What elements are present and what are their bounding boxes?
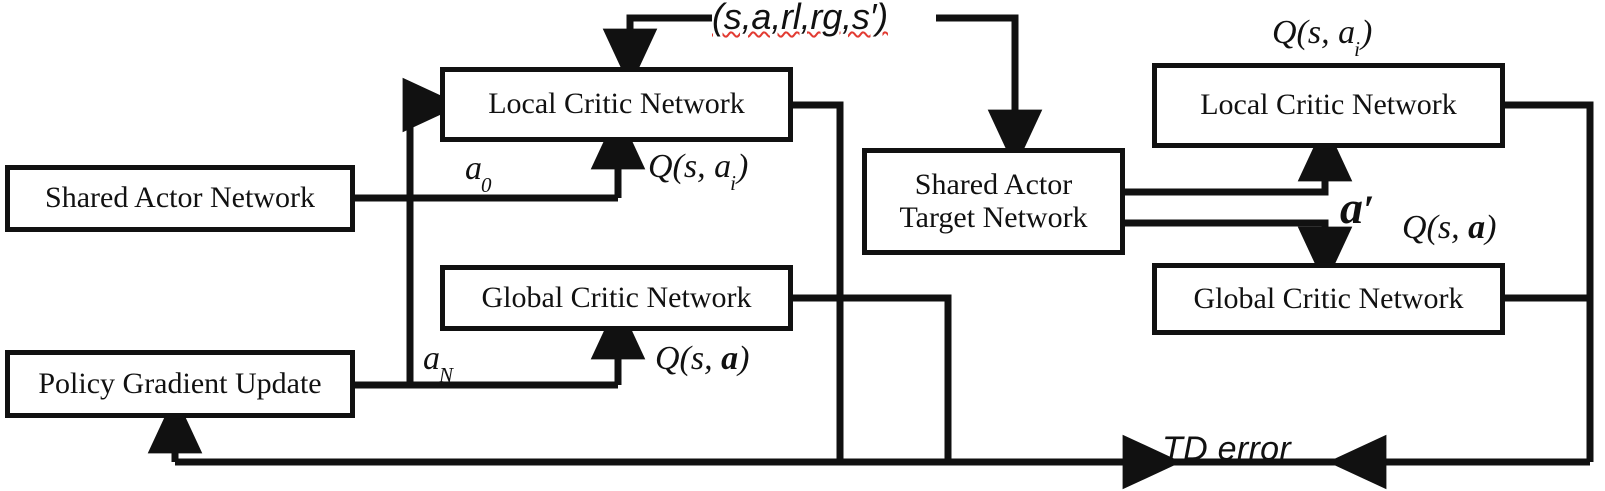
label-action-aN-base: a (423, 340, 440, 377)
label-q-local-right-subscript: i (1354, 36, 1360, 61)
wire-local-critic-left-out (793, 101, 844, 462)
node-global-critic-network-right[interactable]: Global Critic Network (1152, 263, 1505, 335)
label-q-global-left-value: Q(s, a) (655, 340, 750, 377)
label-q-local-right-prefix: Q(s, a (1272, 14, 1356, 51)
node-policy-gradient-update-label: Policy Gradient Update (38, 366, 322, 400)
node-shared-actor-target-network-label-line1: Shared Actor (914, 168, 1073, 202)
node-shared-actor-target-network[interactable]: Shared Actor Target Network (862, 148, 1125, 255)
node-global-critic-network-right-label: Global Critic Network (1193, 281, 1464, 315)
label-q-global-left-text: Q(s, a) (655, 340, 749, 377)
label-a-prime-mark: ′ (1363, 187, 1375, 232)
label-experience-tuple: (s,a,rl,rg,s′) (712, 0, 888, 38)
label-action-aN: aN (423, 340, 454, 387)
label-q-local-left-suffix: ) (736, 148, 749, 185)
node-local-critic-network-left-label: Local Critic Network (488, 87, 745, 121)
wire-actor-bus-up (402, 77, 462, 198)
node-shared-actor-network-label: Shared Actor Network (45, 181, 315, 215)
node-global-critic-network-left[interactable]: Global Critic Network (440, 265, 793, 331)
label-action-a0-base: a (465, 150, 482, 187)
label-q-local-right-suffix: ) (1360, 14, 1373, 51)
label-q-local-right: Q(s, ai) (1272, 14, 1373, 61)
label-action-aN-subscript: N (439, 362, 454, 387)
label-td-error-text: TD error (1162, 430, 1291, 468)
label-a-prime: a′ (1340, 181, 1374, 234)
wire-global-critic-left-out (793, 294, 1182, 490)
node-global-critic-network-left-label: Global Critic Network (481, 280, 752, 314)
wire-local-critic-right-out (1503, 101, 1594, 462)
label-q-global-right: Q(s, a) (1402, 209, 1496, 247)
node-local-critic-network-right[interactable]: Local Critic Network (1152, 63, 1505, 148)
node-policy-gradient-update[interactable]: Policy Gradient Update (5, 350, 355, 418)
label-experience-tuple-text: (s,a,rl,rg,s′) (712, 0, 888, 37)
label-action-a0: a0 (465, 150, 493, 197)
label-q-local-left: Q(s, ai) (648, 148, 749, 195)
label-q-global-left: Q(s, a) (655, 340, 749, 378)
node-shared-actor-target-network-label-line2: Target Network (899, 200, 1088, 234)
node-local-critic-network-right-label: Local Critic Network (1200, 88, 1457, 122)
wire-target-to-local-critic-right (1125, 122, 1353, 196)
node-shared-actor-network[interactable]: Shared Actor Network (5, 165, 355, 232)
label-q-local-left-subscript: i (730, 170, 736, 195)
label-td-error: TD error (1162, 430, 1291, 469)
label-action-a0-subscript: 0 (481, 172, 492, 197)
label-q-local-left-prefix: Q(s, a (648, 148, 732, 185)
wire-target-to-global-critic-right (1125, 219, 1353, 286)
wire-tuple-to-target-actor (936, 14, 1043, 169)
node-local-critic-network-left[interactable]: Local Critic Network (440, 67, 793, 142)
label-a-prime-base: a (1340, 182, 1363, 233)
wire-tuple-to-local-critic (602, 14, 712, 88)
label-q-global-right-value: Q(s, a) (1402, 209, 1497, 246)
